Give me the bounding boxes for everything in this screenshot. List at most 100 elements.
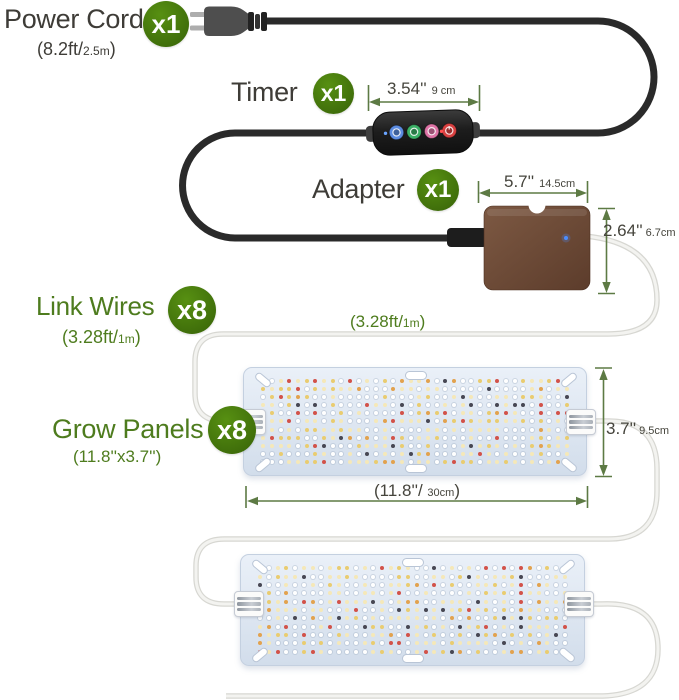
led-dot bbox=[362, 641, 367, 646]
led-dot bbox=[486, 403, 491, 408]
led-dot bbox=[373, 403, 378, 408]
led-dot bbox=[304, 459, 309, 464]
led-dot bbox=[391, 387, 396, 392]
led-dot bbox=[538, 443, 543, 448]
led-dot bbox=[501, 616, 506, 621]
led-dot bbox=[362, 616, 367, 621]
led-dot bbox=[425, 451, 430, 456]
timer-setting-button bbox=[406, 124, 422, 140]
led-dot bbox=[330, 419, 335, 424]
led-dot bbox=[319, 566, 324, 571]
led-dot bbox=[278, 411, 283, 416]
led-dot bbox=[493, 566, 498, 571]
led-dot bbox=[267, 616, 272, 621]
led-dot bbox=[475, 607, 480, 612]
led-dot bbox=[467, 591, 471, 596]
led-dot bbox=[373, 435, 378, 440]
led-dot bbox=[469, 387, 474, 392]
led-dot bbox=[295, 443, 300, 448]
led-dot bbox=[287, 419, 292, 424]
led-dot bbox=[301, 633, 306, 638]
led-dot bbox=[362, 599, 367, 604]
led-dot bbox=[406, 649, 411, 654]
led-dot bbox=[356, 451, 361, 456]
led-dot bbox=[512, 395, 517, 400]
led-dot bbox=[521, 443, 526, 448]
led-dot bbox=[449, 633, 454, 638]
led-dot bbox=[321, 395, 326, 400]
led-dot bbox=[275, 616, 280, 621]
led-dot bbox=[278, 379, 283, 384]
led-dot bbox=[301, 649, 306, 654]
led-dot bbox=[382, 435, 387, 440]
led-dot bbox=[365, 435, 370, 440]
led-dot bbox=[529, 403, 534, 408]
led-dot bbox=[475, 566, 480, 571]
led-dot bbox=[406, 624, 411, 629]
led-dot bbox=[399, 395, 404, 400]
led-dot bbox=[319, 582, 324, 587]
led-dot bbox=[467, 616, 471, 621]
led-dot bbox=[330, 387, 335, 392]
led-dot bbox=[371, 574, 376, 579]
led-dot bbox=[362, 649, 367, 654]
led-dot bbox=[345, 566, 350, 571]
led-dot bbox=[313, 451, 318, 456]
led-dot bbox=[284, 582, 289, 587]
led-dot bbox=[467, 607, 471, 612]
led-dot bbox=[458, 599, 463, 604]
led-dot bbox=[555, 395, 560, 400]
led-dot bbox=[353, 624, 358, 629]
led-dot bbox=[521, 435, 526, 440]
led-dot bbox=[339, 379, 344, 384]
led-dot bbox=[440, 649, 445, 654]
led-dot bbox=[408, 403, 413, 408]
led-dot bbox=[536, 591, 541, 596]
led-dot bbox=[408, 435, 413, 440]
led-dot bbox=[527, 566, 532, 571]
led-grid bbox=[256, 564, 569, 656]
led-dot bbox=[330, 411, 335, 416]
led-dot bbox=[477, 451, 482, 456]
led-dot bbox=[553, 566, 558, 571]
led-dot bbox=[301, 591, 306, 596]
led-dot bbox=[295, 459, 300, 464]
led-dot bbox=[521, 451, 526, 456]
led-dot bbox=[313, 395, 318, 400]
led-dot bbox=[443, 451, 448, 456]
led-dot bbox=[495, 459, 500, 464]
led-dot bbox=[287, 379, 292, 384]
led-dot bbox=[313, 435, 318, 440]
led-dot bbox=[287, 459, 292, 464]
led-dot bbox=[397, 591, 402, 596]
led-dot bbox=[339, 403, 344, 408]
led-dot bbox=[388, 591, 393, 596]
grow-panels-spec: (11.8''x3.7'') bbox=[73, 447, 162, 466]
led-dot bbox=[399, 435, 404, 440]
led-dot bbox=[493, 607, 498, 612]
led-dot bbox=[356, 443, 361, 448]
power-cord-spec: (8.2ft/2.5m) bbox=[37, 39, 116, 59]
led-dot bbox=[353, 607, 358, 612]
led-dot bbox=[529, 387, 534, 392]
led-dot bbox=[423, 616, 428, 621]
led-dot bbox=[287, 443, 292, 448]
led-dot bbox=[503, 403, 508, 408]
led-dot bbox=[493, 616, 498, 621]
led-dot bbox=[356, 419, 361, 424]
led-dot bbox=[397, 607, 402, 612]
led-dot bbox=[356, 411, 361, 416]
led-dot bbox=[347, 419, 352, 424]
led-dot bbox=[388, 624, 393, 629]
led-dot bbox=[425, 403, 430, 408]
led-dot bbox=[423, 574, 428, 579]
led-dot bbox=[545, 582, 550, 587]
led-dot bbox=[388, 641, 393, 646]
timer-dim-button bbox=[423, 123, 440, 139]
led-dot bbox=[553, 641, 558, 646]
led-dot bbox=[258, 633, 263, 638]
led-dot bbox=[493, 599, 498, 604]
led-dot bbox=[391, 419, 396, 424]
led-dot bbox=[529, 459, 534, 464]
led-dot bbox=[284, 616, 289, 621]
